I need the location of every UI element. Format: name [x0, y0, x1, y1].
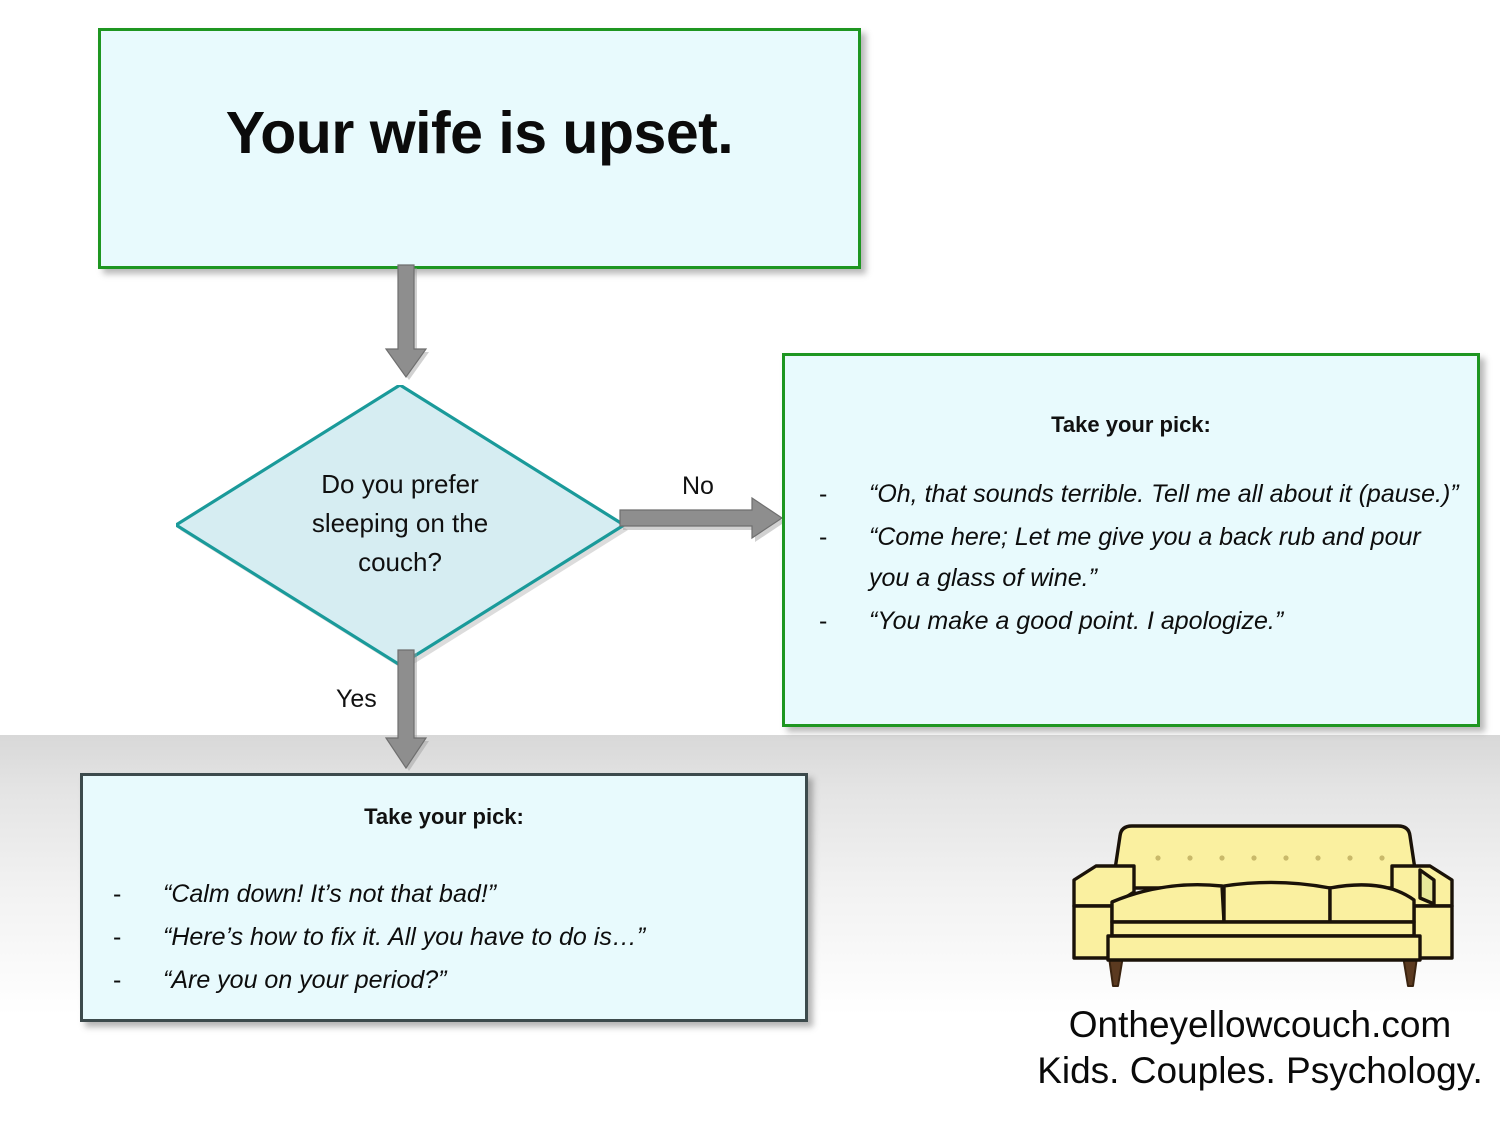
arrow-decision-to-no-branch — [619, 496, 785, 542]
bullet-dash: - — [113, 880, 122, 908]
bullet-dash: - — [819, 523, 828, 551]
list-item: - “Come here; Let me give you a back rub… — [803, 517, 1459, 599]
decision-line-3: couch? — [358, 547, 442, 577]
list-item: - “Are you on your period?” — [97, 960, 791, 1001]
page-title: Your wife is upset. — [225, 100, 734, 166]
list-item: - “You make a good point. I apologize.” — [803, 601, 1459, 642]
bullet-dash: - — [819, 480, 828, 508]
couch-button-dots — [1155, 855, 1385, 861]
decision-diamond: Do you prefer sleeping on the couch? — [176, 385, 628, 670]
bullet-dash: - — [819, 607, 828, 635]
arrow-title-to-decision — [384, 264, 429, 380]
list-item: - “Calm down! It’s not that bad!” — [97, 874, 791, 915]
brand-tagline: Kids. Couples. Psychology. — [1037, 1050, 1483, 1091]
pick-heading-no: Take your pick: — [1051, 412, 1211, 437]
title-box: Your wife is upset. — [98, 28, 861, 269]
pick-box-no-branch: Take your pick: - “Oh, that sounds terri… — [782, 353, 1480, 727]
decision-line-1: Do you prefer — [321, 469, 479, 499]
list-item-text: “Are you on your period?” — [163, 966, 447, 994]
edge-label-yes: Yes — [336, 685, 377, 713]
list-item: - “Oh, that sounds terrible. Tell me all… — [803, 474, 1459, 515]
list-item-text: “Here’s how to fix it. All you have to d… — [163, 923, 646, 951]
arrow-decision-to-yes-branch — [384, 649, 429, 771]
list-item-text: “Oh, that sounds terrible. Tell me all a… — [869, 480, 1459, 508]
pick-heading-yes: Take your pick: — [364, 804, 524, 829]
list-item: - “Here’s how to fix it. All you have to… — [97, 917, 791, 958]
brand-logo-block: Ontheyellowcouch.com Kids. Couples. Psyc… — [1030, 818, 1490, 1108]
edge-label-no: No — [682, 472, 714, 500]
brand-website: Ontheyellowcouch.com — [1068, 1004, 1452, 1045]
yellow-couch-icon — [1072, 824, 1454, 987]
bullet-dash: - — [113, 966, 122, 994]
pick-list-yes: - “Calm down! It’s not that bad!” - “Her… — [97, 874, 791, 1003]
pick-box-yes-branch: Take your pick: - “Calm down! It’s not t… — [80, 773, 808, 1022]
pick-list-no: - “Oh, that sounds terrible. Tell me all… — [803, 474, 1459, 644]
list-item-text: “You make a good point. I apologize.” — [869, 607, 1284, 635]
list-item-text: “Calm down! It’s not that bad!” — [163, 880, 497, 908]
list-item-text: “Come here; Let me give you a back rub a… — [869, 523, 1421, 592]
bullet-dash: - — [113, 923, 122, 951]
decision-line-2: sleeping on the — [311, 508, 489, 538]
decision-label: Do you prefer sleeping on the couch? — [236, 465, 564, 582]
